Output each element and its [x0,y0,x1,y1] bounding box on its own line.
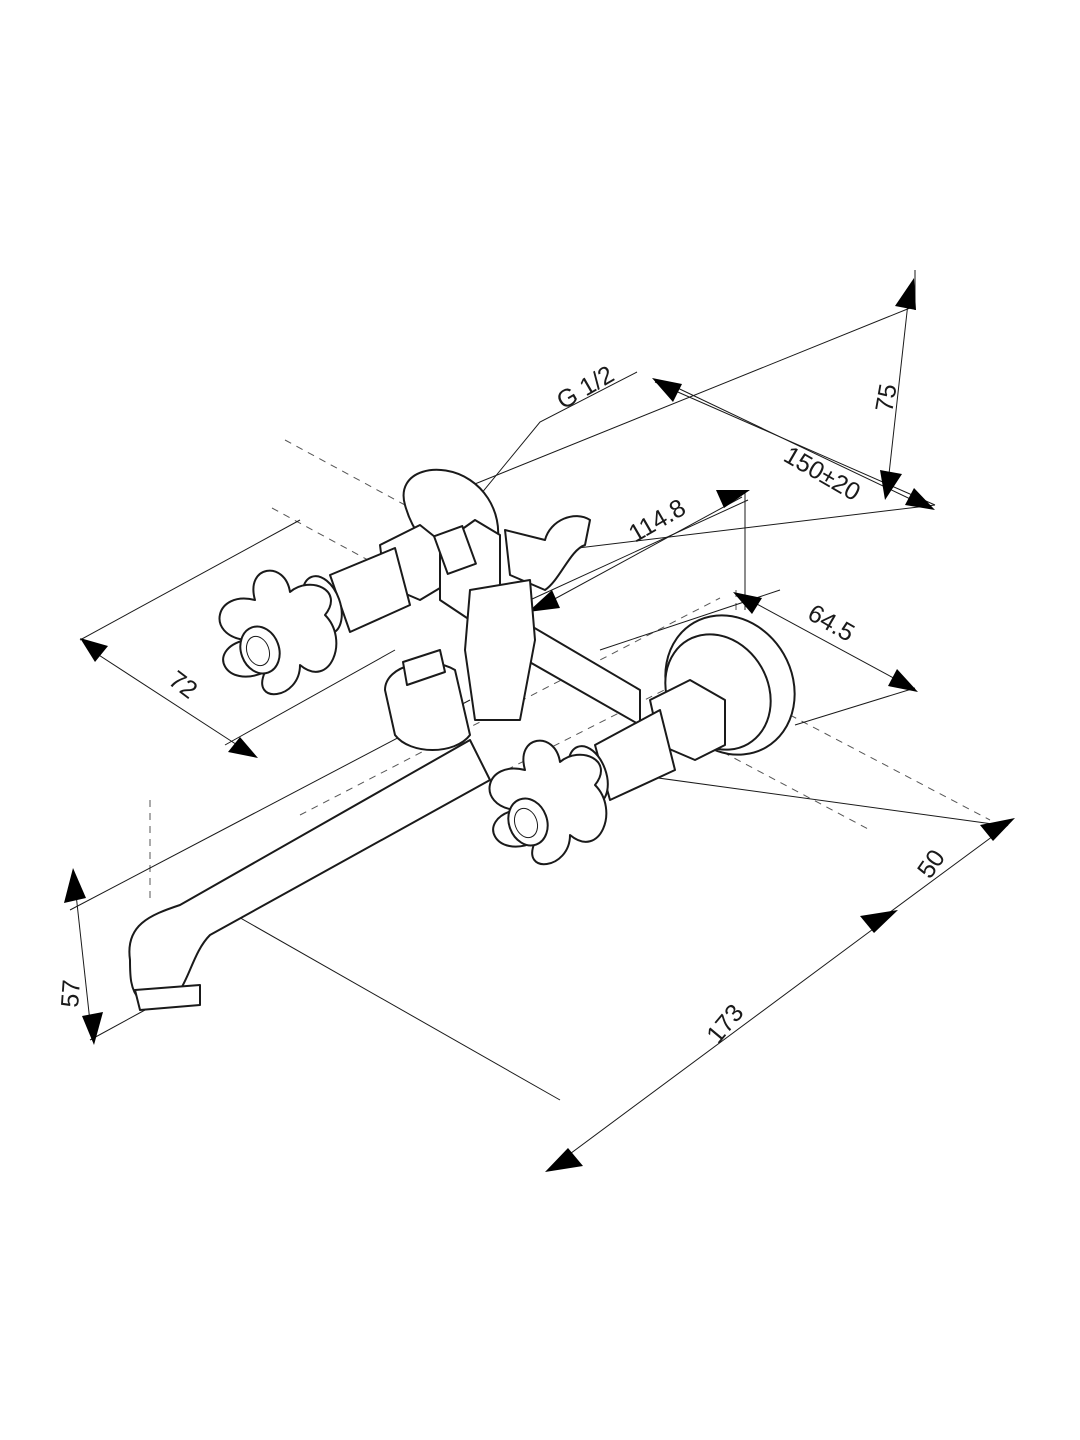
right-cross-handle [488,739,608,866]
arrowhead-75-top [895,278,916,310]
extension-lines [69,270,1001,1101]
label-thread: G 1/2 [552,360,619,415]
arrowhead-50-end [980,818,1015,841]
arrowhead-114-end [716,490,750,508]
label-body-length: 114.8 [624,494,691,549]
label-spout-height: 57 [56,979,86,1009]
left-valve-body [329,547,411,633]
label-outlet-depth: 64.5 [803,599,859,648]
arrowhead-173-start [545,1148,583,1172]
diverter-tab [402,649,446,686]
label-spout-length: 173 [701,999,749,1049]
dimension-lines [74,284,1009,1166]
arrowhead-150-end [905,488,935,510]
thread-g12 [433,525,477,575]
faucet-body [128,468,796,1011]
arrowhead-72-end [228,737,258,758]
diverter-column [464,579,536,721]
arrowhead-57-bottom [82,1012,103,1045]
spout-aerator [134,984,201,1011]
arrowhead-75-bottom [880,470,902,500]
arrowhead-114-start [528,590,560,612]
arrowhead-57-top [64,868,86,903]
label-wall-offset: 50 [912,845,951,884]
arrowhead-64-start [733,592,762,614]
label-spacing: 150±20 [779,441,865,507]
arrowhead-173-end [860,910,898,933]
shower-holder [504,515,591,591]
label-handle-width: 72 [163,665,202,704]
arrowhead-150-start [652,378,682,402]
arrowhead-64-end [888,669,918,692]
left-cross-handle [218,569,338,696]
dimension-arrowheads [64,278,1015,1172]
spout [128,739,491,1001]
arrowhead-72-start [80,638,108,662]
left-handle-cap-inner [245,635,271,667]
label-height-top: 75 [870,382,902,414]
right-handle-cap-inner [513,807,539,839]
